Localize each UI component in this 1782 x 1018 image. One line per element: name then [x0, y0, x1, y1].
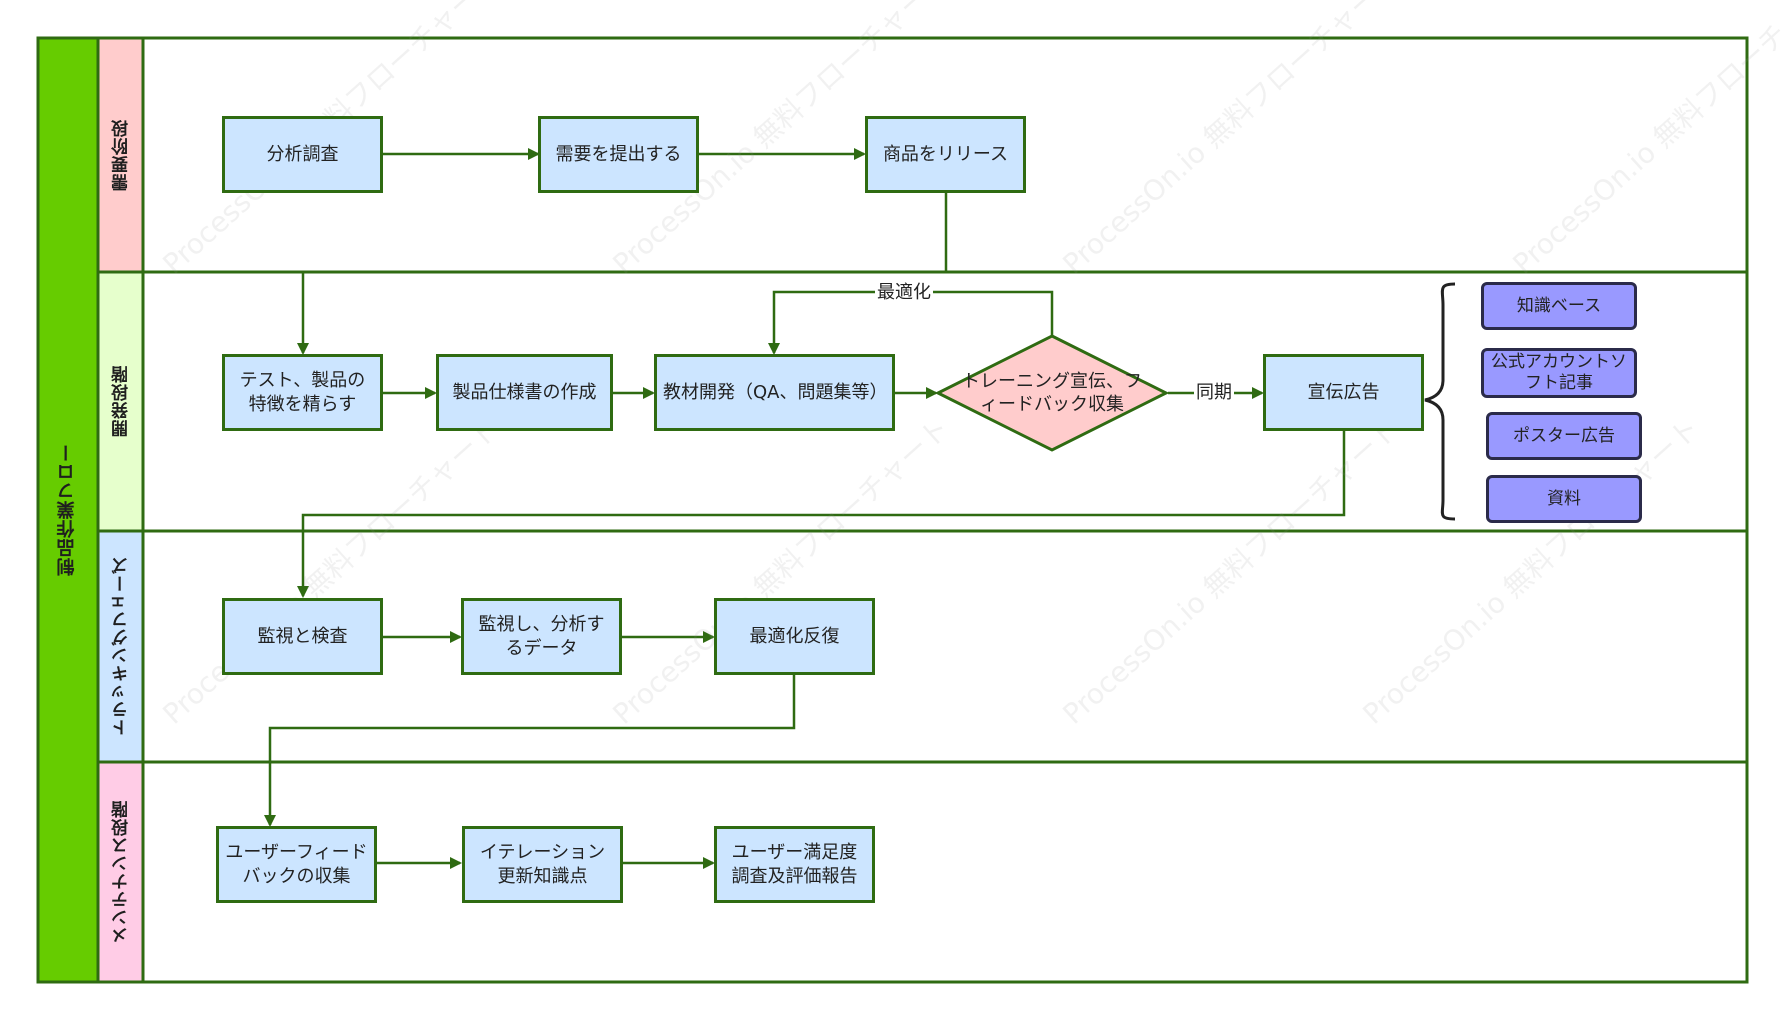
- node-monitor-check: 監視と検査: [222, 598, 383, 675]
- resource-brace: [1424, 282, 1456, 521]
- pool-label: 制品作業フロー: [56, 443, 78, 577]
- node-iteration: イテレーション更新知識点: [462, 826, 623, 903]
- resource-materials: 資料: [1486, 475, 1642, 523]
- node-release: 商品をリリース: [865, 116, 1026, 193]
- node-satisfaction: ユーザー満足度調査及評価報告: [714, 826, 875, 903]
- pool-border: [141, 36, 1749, 984]
- node-submit-demand: 需要を提出する: [538, 116, 699, 193]
- lane-label-track: トラッキングフェーズ: [112, 556, 132, 737]
- node-promo: 宣伝広告: [1263, 354, 1424, 431]
- node-monitor-analyze: 監視し、分析するデータ: [461, 598, 622, 675]
- node-user-feedback: ユーザーフィードバックの収集: [216, 826, 377, 903]
- edge-label-sync: 同期: [1194, 382, 1234, 404]
- resource-official-account: 公式アカウントソフト記事: [1481, 348, 1637, 398]
- lane-label-demand: 需要阶段: [112, 119, 132, 191]
- lane-header-maint: [96, 760, 145, 984]
- edge-optimize-feedback: [264, 675, 796, 827]
- node-training: トレーニング宣伝、フィードバック収集: [962, 371, 1142, 415]
- resource-knowledge-base: 知識ベース: [1481, 282, 1637, 330]
- node-test-refine: テスト、製品の特徴を精らす: [222, 354, 383, 431]
- node-optimize-iter: 最適化反復: [714, 598, 875, 675]
- edge-promo-monitor: [297, 431, 1346, 598]
- lane-label-dev: 開発段階: [112, 365, 132, 438]
- node-analysis: 分析調査: [222, 116, 383, 193]
- decision-training: [934, 334, 1170, 452]
- node-spec: 製品仕様書の作成: [436, 354, 613, 431]
- edge-release-test: [297, 192, 948, 355]
- edge-label-optimize: 最適化: [875, 282, 933, 304]
- node-material: 教材開発（QA、問題集等）: [654, 354, 895, 431]
- resource-poster: ポスター広告: [1486, 412, 1642, 460]
- pool-header: [36, 36, 100, 984]
- lane-label-maint: メンテナンス段階: [112, 800, 132, 944]
